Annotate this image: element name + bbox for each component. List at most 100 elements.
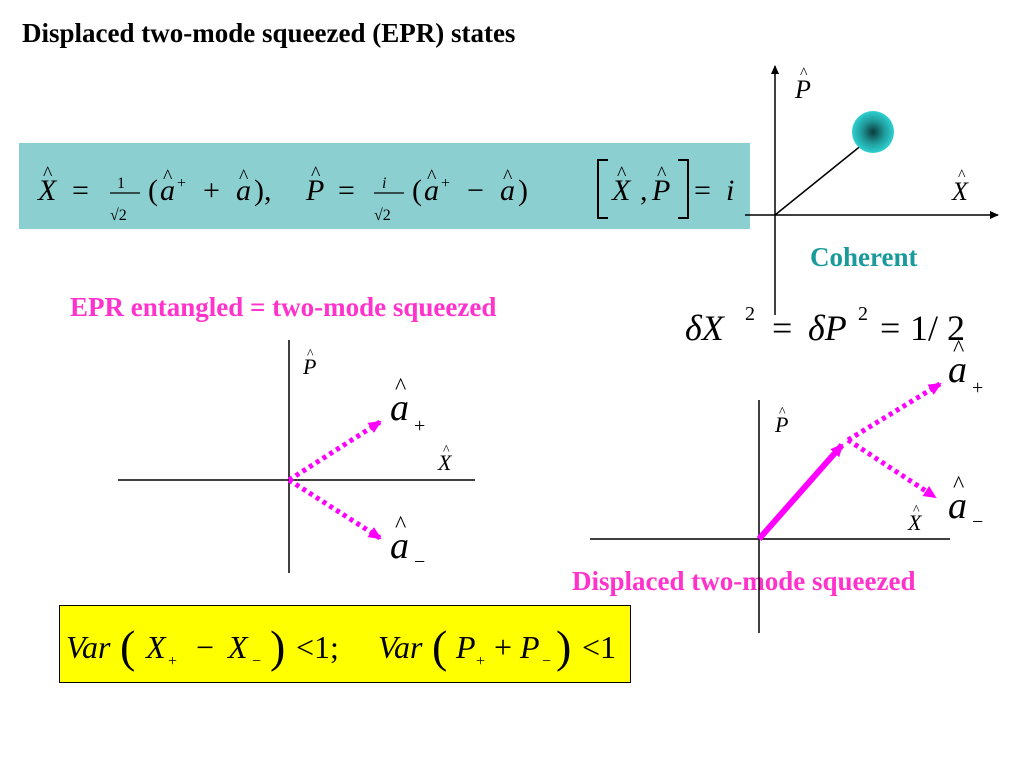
svg-text:): ) (270, 621, 285, 672)
svg-text:−: − (972, 511, 983, 533)
svg-text:P: P (651, 174, 670, 207)
svg-text:2: 2 (858, 303, 868, 325)
svg-text:<1;: <1; (296, 629, 339, 665)
svg-text:),: ), (254, 174, 272, 207)
svg-text:√2: √2 (110, 207, 127, 224)
svg-text:a: a (236, 174, 251, 207)
svg-text:+: + (441, 175, 450, 192)
svg-text:+: + (203, 174, 220, 207)
svg-text:+: + (414, 415, 425, 437)
svg-text:=: = (772, 308, 792, 348)
svg-text:^: ^ (503, 166, 513, 188)
svg-text:−: − (467, 174, 484, 207)
svg-text:X: X (144, 629, 167, 665)
svg-text:P: P (302, 354, 316, 379)
displaced-mode-plus-arrow (846, 381, 942, 443)
svg-text:(: ( (120, 621, 135, 672)
coherent-displacement-line (774, 139, 869, 216)
svg-text:−: − (542, 653, 551, 670)
coherent-phase-space: P ^ X ^ (745, 65, 999, 315)
svg-text:+: + (476, 653, 485, 670)
svg-text:^: ^ (395, 374, 406, 400)
svg-text:^: ^ (443, 443, 450, 458)
svg-text:^: ^ (395, 512, 406, 538)
epr-phase-space: P ^ X ^ a ^ + a ^ − (118, 340, 475, 573)
displaced-mode-minus-arrow (846, 437, 937, 500)
svg-text:^: ^ (163, 166, 173, 188)
svg-text:X: X (226, 629, 249, 665)
svg-text:a: a (390, 525, 409, 567)
svg-text:1/ 2: 1/ 2 (910, 308, 965, 348)
epr-entangled-label: EPR entangled = two-mode squeezed (70, 292, 497, 322)
svg-text:): ) (518, 174, 528, 207)
svg-text:^: ^ (43, 163, 53, 185)
quadrature-equations: X ^ = 1 √2 ( a ^ + + a ^ ), P ^ = i √2 (… (37, 159, 734, 224)
entanglement-criterion-box (59, 605, 631, 683)
svg-text:−: − (196, 629, 214, 665)
svg-text:+: + (494, 629, 512, 665)
svg-text:=: = (72, 174, 89, 207)
svg-text:<1: <1 (582, 629, 616, 665)
svg-text:1: 1 (117, 175, 125, 192)
svg-text:−: − (414, 551, 425, 573)
svg-text:a: a (500, 174, 515, 207)
svg-text:a: a (948, 485, 967, 527)
page-title: Displaced two-mode squeezed (EPR) states (22, 18, 516, 48)
epr-mode-plus-arrow (287, 419, 382, 483)
svg-text:P: P (519, 629, 540, 665)
svg-text:X: X (951, 177, 969, 206)
svg-text:X: X (611, 174, 632, 207)
svg-text:i: i (726, 174, 734, 207)
svg-text:P: P (455, 629, 476, 665)
svg-text:a: a (948, 349, 967, 391)
svg-text:−: − (252, 653, 261, 670)
svg-text:+: + (168, 653, 177, 670)
svg-text:+: + (177, 175, 186, 192)
svg-text:i: i (382, 175, 386, 192)
svg-text:P: P (774, 412, 788, 437)
svg-text:,: , (640, 174, 648, 207)
quadrature-equation-box (19, 143, 750, 229)
entanglement-criterion: Var ( X + − X − ) <1; Var ( P + + P − ) … (66, 621, 616, 672)
svg-text:P: P (305, 174, 324, 207)
svg-text:2: 2 (745, 303, 755, 325)
svg-text:(: ( (432, 621, 447, 672)
svg-text:^: ^ (311, 163, 321, 185)
svg-text:^: ^ (657, 163, 667, 185)
coherent-state-blob (852, 111, 894, 153)
svg-text:Var: Var (378, 629, 423, 665)
svg-text:=: = (880, 308, 900, 348)
svg-text:+: + (972, 377, 983, 399)
svg-text:^: ^ (307, 347, 314, 362)
svg-text:X: X (37, 174, 58, 207)
svg-text:a: a (160, 174, 175, 207)
displaced-squeezed-label: Displaced two-mode squeezed (572, 566, 916, 596)
svg-text:^: ^ (617, 163, 627, 185)
svg-text:^: ^ (779, 405, 786, 420)
svg-text:(: ( (412, 174, 422, 207)
svg-text:^: ^ (958, 167, 966, 184)
svg-text:√2: √2 (374, 207, 391, 224)
svg-text:(: ( (148, 174, 158, 207)
svg-text:δP: δP (808, 308, 847, 348)
displaced-phase-space: P ^ X ^ a ^ + a ^ − (590, 336, 983, 633)
svg-text:X: X (437, 450, 453, 475)
svg-text:δX: δX (685, 308, 726, 348)
variance-equation: δX 2 = δP 2 = 1/ 2 (685, 303, 965, 348)
svg-text:^: ^ (239, 166, 249, 188)
epr-mode-minus-arrow (287, 477, 382, 541)
svg-text:P: P (794, 75, 811, 104)
svg-text:Var: Var (66, 629, 111, 665)
svg-text:^: ^ (800, 65, 808, 82)
svg-text:^: ^ (913, 503, 920, 518)
svg-text:=: = (694, 174, 711, 207)
svg-text:): ) (556, 621, 571, 672)
coherent-label: Coherent (810, 242, 918, 272)
svg-text:a: a (390, 387, 409, 429)
svg-text:X: X (907, 510, 923, 535)
svg-text:a: a (424, 174, 439, 207)
svg-text:^: ^ (953, 472, 964, 498)
displacement-arrow (756, 443, 845, 541)
svg-text:^: ^ (953, 336, 964, 362)
